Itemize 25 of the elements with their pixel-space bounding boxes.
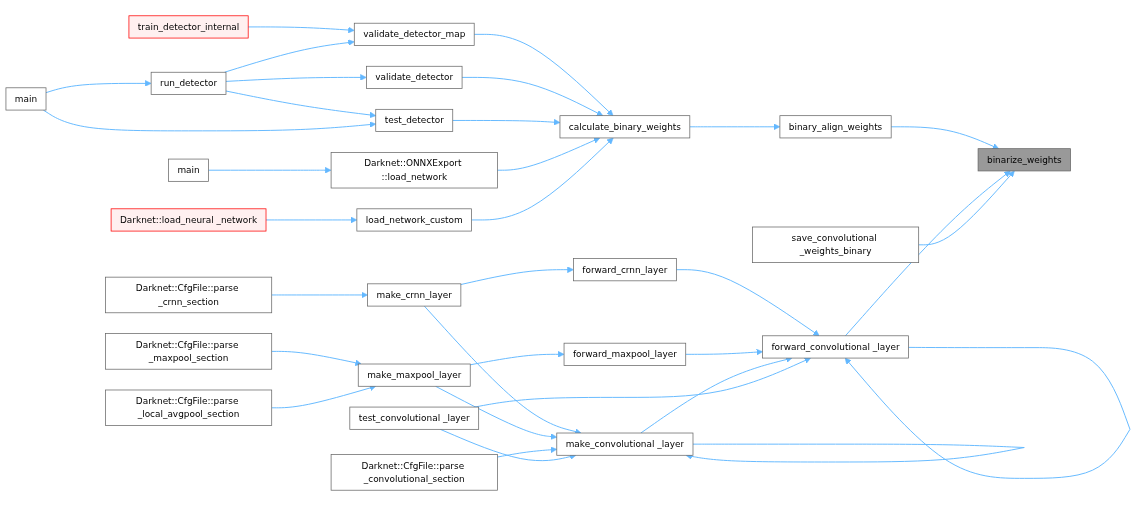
node-box: binarize_weights <box>977 148 1071 172</box>
node-box: run_detector <box>150 71 227 95</box>
node-box: forward_convolutional _layer <box>762 335 909 359</box>
node-box: binary_align_weights <box>779 115 892 139</box>
node-box: Darknet::CfgFile::parse _maxpool_section <box>105 333 273 370</box>
node-box: forward_maxpool_layer <box>563 342 687 366</box>
node-box: Darknet::CfgFile::parse _crnn_section <box>105 276 273 314</box>
node-box: test_convolutional _layer <box>349 406 480 430</box>
node-box: make_crnn_layer <box>367 283 462 307</box>
node-box: forward_crnn_layer <box>573 258 677 282</box>
node-box: Darknet::ONNXExport ::load_network <box>330 152 498 189</box>
node-box: validate_detector_map <box>353 22 475 46</box>
node-box: save_convolutional _weights_binary <box>752 226 920 263</box>
node-box: Darknet::load_neural _network <box>110 208 267 232</box>
node-box: calculate_binary_weights <box>559 115 691 139</box>
node-box: main <box>5 87 47 111</box>
node-box: load_network_custom <box>356 208 472 232</box>
node-box: main <box>168 158 209 182</box>
node-box: test_detector <box>375 108 454 132</box>
node-box: train_detector_internal <box>128 15 249 39</box>
node-box: Darknet::CfgFile::parse _local_avgpool_section <box>105 389 273 426</box>
node-box: make_maxpool_layer <box>357 363 471 387</box>
node-box: make_convolutional _layer <box>556 432 694 456</box>
node-box: validate_detector <box>366 65 463 89</box>
node-box: Darknet::CfgFile::parse _convolutional_section <box>330 454 498 491</box>
